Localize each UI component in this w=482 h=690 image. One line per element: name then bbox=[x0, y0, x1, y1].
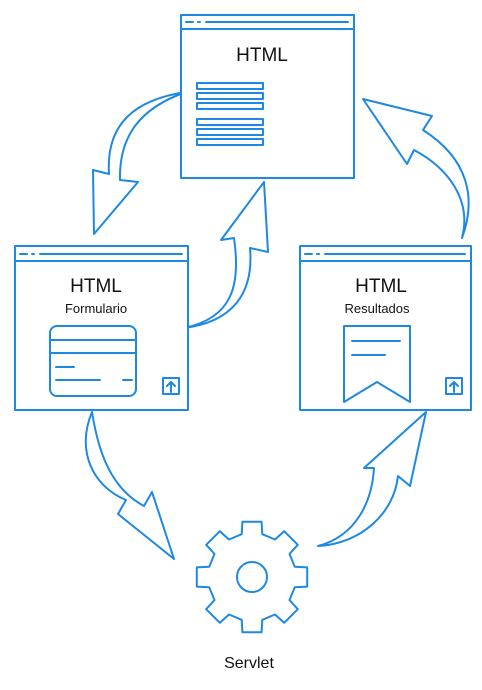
page-title: HTML bbox=[355, 276, 407, 297]
upload-icon bbox=[162, 377, 180, 395]
arrow-servlet-to-results bbox=[317, 411, 427, 547]
top-html-page: HTML bbox=[180, 14, 355, 179]
page-subtitle: Resultados bbox=[344, 301, 410, 316]
ribbon-document-icon bbox=[343, 325, 411, 403]
arrow-form-to-top bbox=[183, 181, 269, 329]
form-card-icon bbox=[49, 325, 137, 397]
servlet-label: Servlet bbox=[224, 655, 274, 672]
arrow-form-to-servlet bbox=[84, 411, 175, 560]
window-frame bbox=[180, 14, 355, 179]
arrow-top-to-form bbox=[92, 91, 187, 235]
arrow-results-to-top bbox=[362, 98, 470, 239]
results-html-page: HTML Resultados bbox=[299, 245, 472, 411]
page-title: HTML bbox=[70, 276, 122, 297]
upload-icon bbox=[445, 377, 463, 395]
text-lines-icon bbox=[196, 82, 264, 146]
window-frame bbox=[299, 245, 472, 411]
window-frame bbox=[14, 245, 189, 411]
page-subtitle: Formulario bbox=[65, 301, 127, 316]
gear-icon bbox=[195, 520, 309, 634]
page-title: HTML bbox=[236, 45, 288, 66]
form-html-page: HTML Formulario bbox=[14, 245, 189, 411]
